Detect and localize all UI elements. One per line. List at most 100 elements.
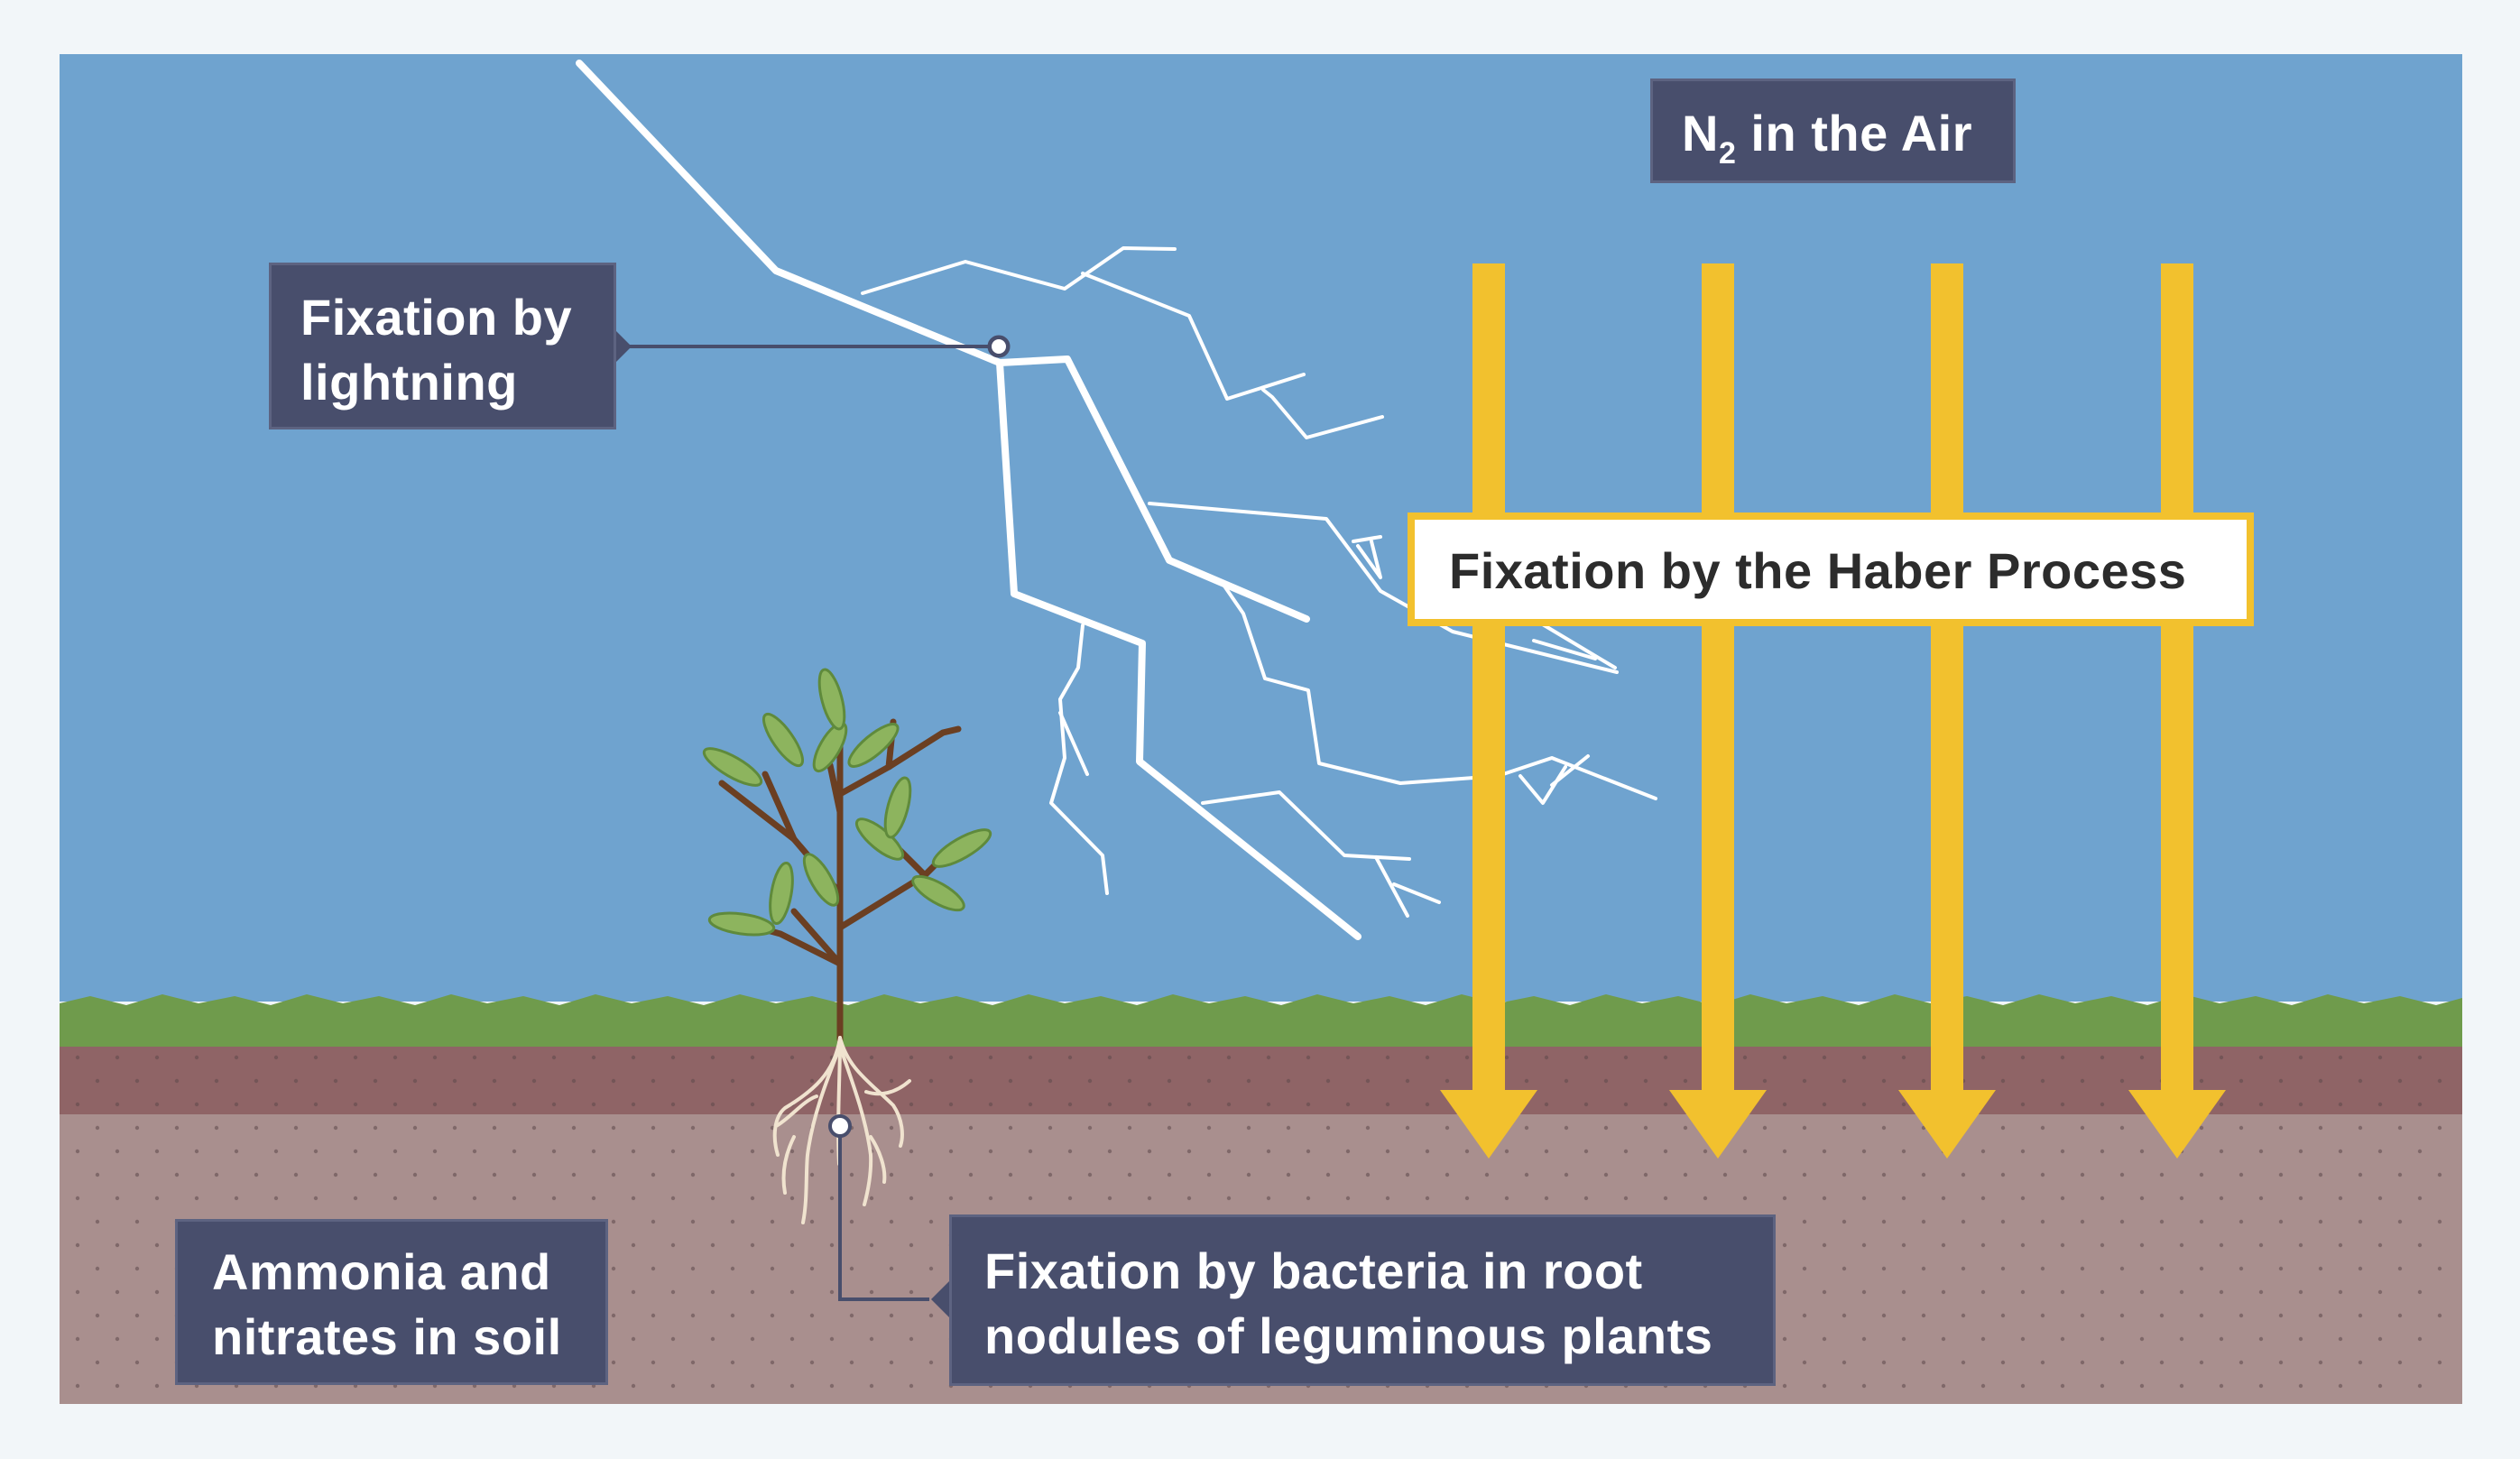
soil-speckle (392, 1149, 398, 1154)
soil-speckle (1147, 1102, 1152, 1107)
soil-speckle (829, 1336, 835, 1342)
soil-speckle (2000, 1219, 2006, 1224)
soil-speckle (1822, 1289, 1827, 1295)
soil-speckle (2060, 1242, 2065, 1248)
soil-speckle (2258, 1196, 2264, 1201)
soil-speckle (2437, 1313, 2442, 1318)
soil-speckle (2020, 1102, 2026, 1107)
soil-speckle (1802, 1266, 1807, 1271)
soil-speckle (1802, 1125, 1807, 1131)
soil-speckle (1881, 1313, 1887, 1318)
soil-speckle (2040, 1125, 2045, 1131)
soil-speckle (2358, 1172, 2363, 1177)
soil-speckle (2159, 1172, 2165, 1177)
soil-speckle (134, 1266, 140, 1271)
soil-speckle (2060, 1336, 2065, 1342)
soil-speckle (75, 1242, 80, 1248)
soil-speckle (2119, 1266, 2125, 1271)
soil-speckle (631, 1242, 636, 1248)
soil-speckle (234, 1055, 239, 1060)
soil-speckle (1266, 1102, 1271, 1107)
soil-speckle (829, 1102, 835, 1107)
soil-speckle (1405, 1172, 1410, 1177)
soil-speckle (154, 1383, 160, 1389)
soil-speckle (829, 1383, 835, 1389)
soil-speckle (611, 1360, 616, 1365)
soil-speckle (1861, 1336, 1867, 1342)
soil-speckle (1842, 1172, 1847, 1177)
soil-speckle (690, 1078, 696, 1084)
soil-speckle (134, 1172, 140, 1177)
soil-speckle (154, 1102, 160, 1107)
soil-speckle (988, 1055, 993, 1060)
bacteria-label-line-2: nodules of leguminous plants (984, 1307, 1713, 1364)
soil-speckle (2080, 1125, 2085, 1131)
soil-speckle (2199, 1078, 2204, 1084)
soil-speckle (2020, 1242, 2026, 1248)
soil-speckle (2318, 1313, 2323, 1318)
soil-speckle (531, 1125, 537, 1131)
soil-speckle (1861, 1102, 1867, 1107)
soil-speckle (571, 1125, 577, 1131)
soil-speckle (2278, 1360, 2284, 1365)
soil-speckle (115, 1102, 120, 1107)
soil-speckle (313, 1102, 318, 1107)
soil-speckle (1087, 1172, 1093, 1177)
soil-speckle (1504, 1149, 1509, 1154)
soil-speckle (1643, 1078, 1648, 1084)
soil-speckle (2298, 1055, 2303, 1060)
soil-speckle (2278, 1078, 2284, 1084)
soil-speckle (869, 1383, 874, 1389)
soil-speckle (2060, 1289, 2065, 1295)
soil-label-line-1: Ammonia and (212, 1243, 551, 1300)
soil-speckle (1901, 1149, 1906, 1154)
soil-speckle (472, 1055, 477, 1060)
soil-speckle (1087, 1125, 1093, 1131)
soil-speckle (651, 1125, 656, 1131)
soil-speckle (2139, 1149, 2145, 1154)
soil-speckle (452, 1078, 457, 1084)
soil-speckle (353, 1102, 358, 1107)
soil-speckle (988, 1149, 993, 1154)
soil-speckle (1861, 1055, 1867, 1060)
soil-speckle (770, 1360, 775, 1365)
soil-speckle (928, 1219, 934, 1224)
soil-speckle (2417, 1336, 2423, 1342)
soil-speckle (1861, 1149, 1867, 1154)
soil-speckle (2338, 1383, 2343, 1389)
soil-speckle (690, 1172, 696, 1177)
soil-speckle (2080, 1078, 2085, 1084)
soil-speckle (1802, 1360, 1807, 1365)
soil-speckle (2000, 1125, 2006, 1131)
soil-speckle (432, 1102, 438, 1107)
soil-speckle (1087, 1078, 1093, 1084)
soil-speckle (2139, 1336, 2145, 1342)
soil-speckle (1762, 1172, 1768, 1177)
soil-speckle (869, 1196, 874, 1201)
soil-speckle (1186, 1149, 1192, 1154)
soil-speckle (1365, 1078, 1371, 1084)
soil-speckle (1722, 1172, 1728, 1177)
soil-speckle (770, 1125, 775, 1131)
soil-speckle (2278, 1219, 2284, 1224)
soil-speckle (2377, 1336, 2383, 1342)
soil-speckle (651, 1219, 656, 1224)
soil-speckle (1980, 1289, 1986, 1295)
soil-speckle (1583, 1055, 1589, 1060)
soil-speckle (472, 1196, 477, 1201)
soil-speckle (2417, 1383, 2423, 1389)
soil-speckle (690, 1313, 696, 1318)
soil-speckle (571, 1172, 577, 1177)
soil-speckle (2437, 1219, 2442, 1224)
soil-speckle (1842, 1078, 1847, 1084)
soil-speckle (2358, 1313, 2363, 1318)
soil-speckle (889, 1313, 894, 1318)
soil-speckle (849, 1219, 854, 1224)
soil-speckle (968, 1172, 974, 1177)
soil-speckle (2377, 1149, 2383, 1154)
soil-speckle (1464, 1196, 1470, 1201)
soil-speckle (948, 1102, 954, 1107)
soil-speckle (631, 1383, 636, 1389)
soil-speckle (750, 1102, 755, 1107)
